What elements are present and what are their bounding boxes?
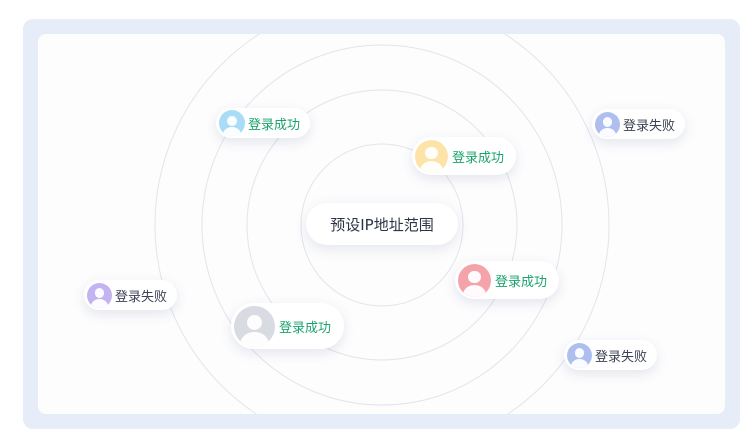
login-status-label: 登录失败 — [595, 349, 648, 365]
user-avatar-icon — [458, 263, 491, 297]
ring-1 — [154, 34, 610, 414]
range-rings — [154, 34, 610, 414]
login-status-label: 登录失败 — [115, 289, 168, 305]
user-avatar-icon — [567, 342, 592, 368]
login-status-label: 登录失败 — [623, 118, 676, 134]
login-node-success-4[interactable]: 登录成功 — [231, 303, 345, 349]
user-avatar-icon — [219, 110, 245, 136]
login-status-label: 登录成功 — [452, 150, 505, 166]
ip-range-center: 预设IP地址范围 — [306, 203, 458, 245]
user-avatar-icon — [595, 111, 620, 137]
login-node-success-1[interactable]: 登录成功 — [216, 108, 311, 138]
login-node-failure-3[interactable]: 登录失败 — [564, 340, 658, 370]
ip-range-label: 预设IP地址范围 — [330, 215, 434, 234]
diagram-canvas: 预设IP地址范围 登录成功 登录成功 登录成功 — [38, 34, 725, 414]
user-avatar-icon — [234, 305, 275, 347]
login-node-success-3[interactable]: 登录成功 — [455, 261, 560, 299]
login-status-label: 登录成功 — [495, 274, 548, 290]
login-status-label: 登录成功 — [279, 320, 332, 336]
login-node-failure-1[interactable]: 登录失败 — [592, 109, 686, 139]
login-node-success-2[interactable]: 登录成功 — [412, 137, 517, 175]
ring-4 — [300, 143, 464, 307]
ring-2 — [201, 44, 563, 406]
login-node-failure-2[interactable]: 登录失败 — [84, 280, 178, 310]
outer-frame: 预设IP地址范围 登录成功 登录成功 登录成功 — [23, 19, 740, 429]
login-status-label: 登录成功 — [248, 117, 301, 133]
user-avatar-icon — [87, 282, 112, 308]
ring-3 — [246, 89, 518, 361]
user-avatar-icon — [415, 139, 448, 173]
